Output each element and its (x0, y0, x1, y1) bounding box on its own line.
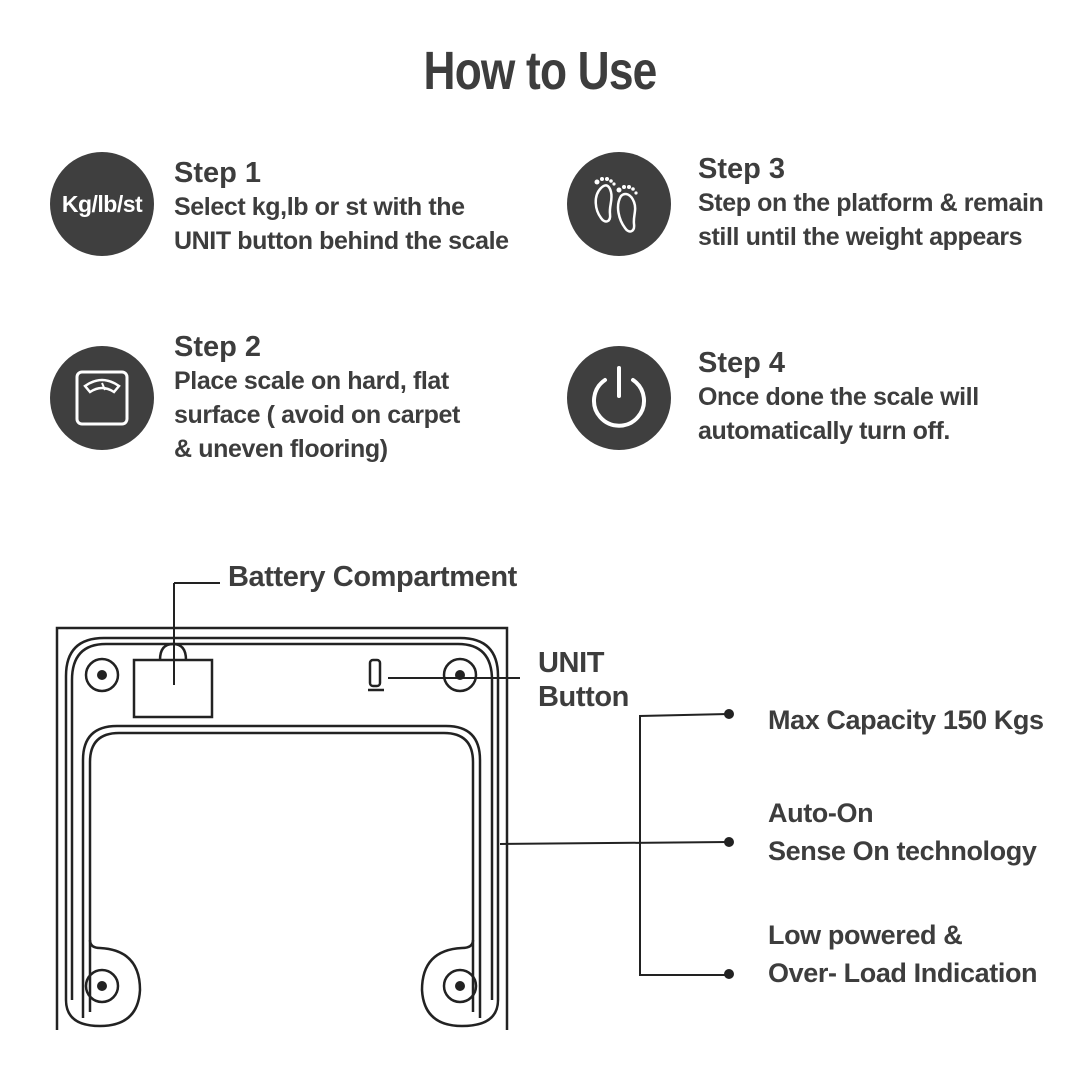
step-1-title: Step 1 (174, 157, 262, 189)
feature-max-capacity: Max Capacity 150 Kgs (768, 701, 1044, 739)
power-icon (567, 346, 671, 450)
step-1-line-2: UNIT button behind the scale (174, 227, 509, 255)
feature-low-power: Low powered & Over- Load Indication (768, 916, 1038, 992)
unit-button-label: UNIT Button (538, 646, 629, 714)
step-4-line-2: automatically turn off. (698, 417, 950, 445)
step-3-title: Step 3 (698, 153, 786, 185)
step-3: Step 3 Step on the platform & remain sti… (698, 152, 1044, 254)
feature-line: Sense On technology (768, 836, 1037, 866)
feature-line: Low powered & (768, 920, 963, 950)
unit-label-line-1: UNIT (538, 647, 605, 679)
footprints-icon (567, 152, 671, 256)
step-2: Step 2 Place scale on hard, flat surface… (174, 330, 460, 466)
step-3-line-2: still until the weight appears (698, 223, 1023, 251)
battery-compartment-label: Battery Compartment (228, 561, 517, 593)
step-2-line-3: & uneven flooring) (174, 435, 388, 463)
step-4-line-1: Once done the scale will (698, 383, 979, 411)
step-3-line-1: Step on the platform & remain (698, 189, 1044, 217)
scale-icon (50, 346, 154, 450)
step-4: Step 4 Once done the scale will automati… (698, 346, 979, 448)
page-title: How to Use (423, 41, 658, 101)
unit-label-line-2: Button (538, 681, 630, 713)
unit-text-icon: Kg/lb/st (50, 152, 154, 256)
step-4-title: Step 4 (698, 347, 786, 379)
feature-line: Over- Load Indication (768, 958, 1038, 988)
step-2-line-1: Place scale on hard, flat (174, 367, 449, 395)
step-2-title: Step 2 (174, 331, 262, 363)
feature-line: Max Capacity 150 Kgs (768, 705, 1044, 735)
step-1-line-1: Select kg,lb or st with the (174, 193, 465, 221)
feature-line: Auto-On (768, 798, 874, 828)
unit-icon-text: Kg/lb/st (61, 190, 143, 217)
feature-auto-on: Auto-On Sense On technology (768, 794, 1037, 870)
step-1: Step 1 Select kg,lb or st with the UNIT … (174, 156, 509, 258)
step-2-line-2: surface ( avoid on carpet (174, 401, 460, 429)
